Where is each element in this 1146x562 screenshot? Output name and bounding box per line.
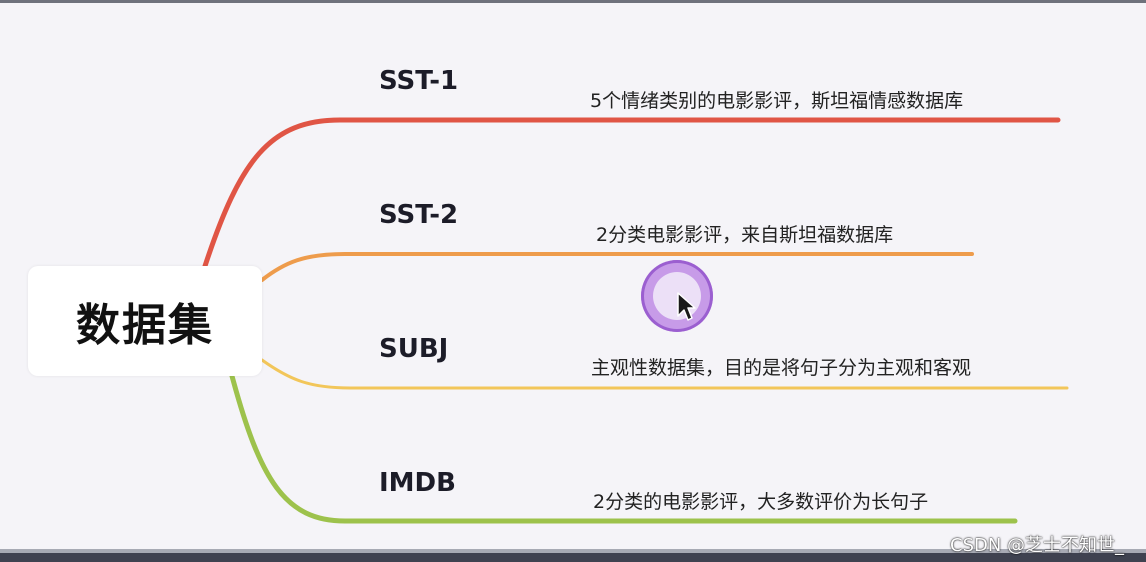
branch-label-sst-2[interactable]: SST-2: [379, 200, 459, 230]
cursor-highlight-ring: [641, 260, 713, 332]
root-node[interactable]: 数据集: [28, 266, 262, 376]
watermark-text: CSDN @芝士不知世_: [950, 535, 1125, 556]
connector-sst-1: [202, 117, 1061, 269]
branch-label-sst-1[interactable]: SST-1: [379, 66, 459, 96]
connector-imdb: [229, 373, 1018, 524]
connector-sst-2: [260, 252, 974, 282]
branch-label-subj[interactable]: SUBJ: [379, 334, 449, 364]
branch-description-sst-1: 5个情绪类别的电影影评，斯坦福情感数据库: [590, 90, 964, 112]
window-top-border: [0, 0, 1146, 3]
branch-description-subj: 主观性数据集，目的是将句子分为主观和客观: [591, 357, 972, 379]
branch-label-imdb[interactable]: IMDB: [379, 468, 456, 498]
branch-description-sst-2: 2分类电影影评，来自斯坦福数据库: [596, 224, 894, 246]
window-bottom-edge: [0, 549, 1146, 553]
root-node-label: 数据集: [76, 300, 214, 351]
branch-description-imdb: 2分类的电影影评，大多数评价为长句子: [593, 491, 929, 513]
connector-subj: [260, 358, 1069, 390]
pointer-arrow-icon: [677, 292, 696, 321]
window-bottom-border: [0, 553, 1146, 562]
